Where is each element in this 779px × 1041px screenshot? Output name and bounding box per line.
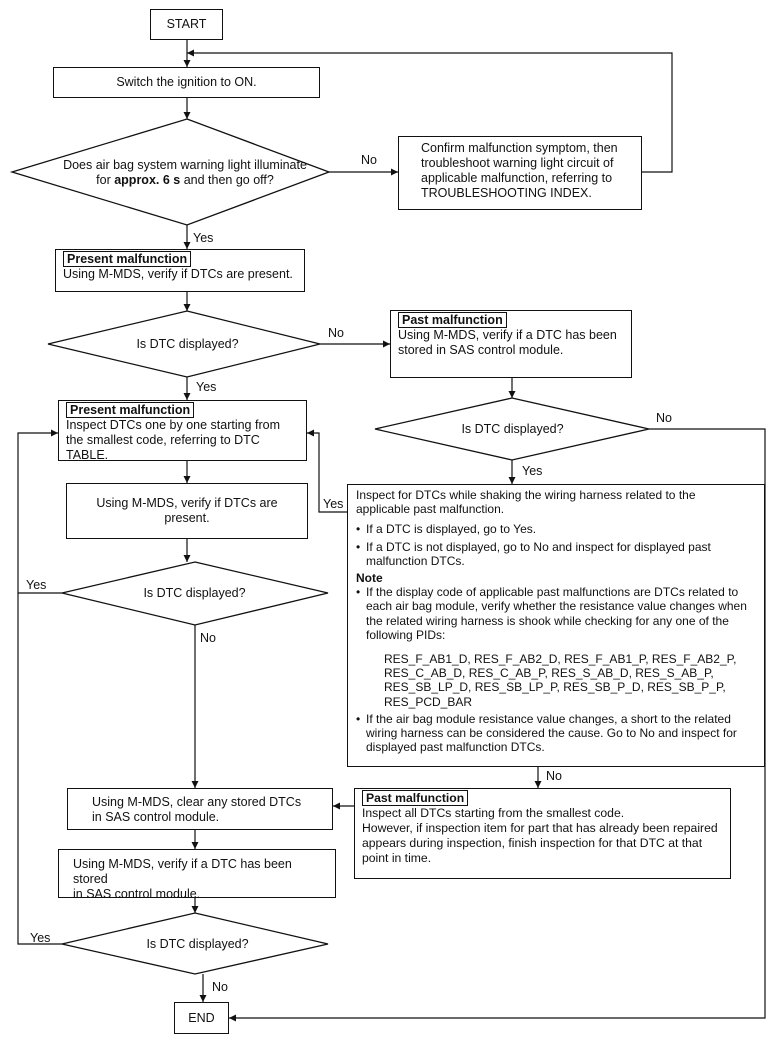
dtc-question: Is DTC displayed? — [146, 937, 249, 951]
connector — [307, 429, 347, 513]
confirm-symptom-step: Confirm malfunction symptom, then troubl… — [398, 136, 642, 210]
yes-label: Yes — [26, 578, 47, 592]
connector — [17, 593, 62, 945]
connector — [187, 49, 673, 173]
shake-harness-step: Inspect for DTCs while shaking the wirin… — [347, 484, 765, 767]
decision-diamond — [9, 118, 331, 226]
yes-label: Yes — [30, 931, 51, 945]
switch-ignition-step: Switch the ignition to ON. — [53, 67, 320, 98]
yes-label: Yes — [193, 231, 214, 245]
connector — [229, 428, 766, 1022]
past-malfunction-tag: Past malfunction — [398, 312, 507, 328]
no-label: No — [212, 980, 228, 994]
dtc-question: Is DTC displayed? — [461, 422, 564, 436]
no-label: No — [361, 153, 377, 167]
dtc-question: Is DTC displayed? — [143, 586, 246, 600]
yes-label: Yes — [522, 464, 543, 478]
present-malfunction-tag: Present malfunction — [66, 402, 195, 418]
verify-present-step: Using M-MDS, verify if DTCs are present. — [66, 483, 308, 539]
past-malfunction-tag: Past malfunction — [362, 790, 469, 806]
note-title: Note — [356, 571, 383, 586]
note-item: If the display code of applicable past m… — [356, 585, 756, 709]
question-line: Does air bag system warning light illumi… — [63, 158, 307, 172]
present-malfunction-tag: Present malfunction — [63, 251, 192, 267]
no-label: No — [656, 411, 672, 425]
present-malfunction-step: Present malfunction Using M-MDS, verify … — [55, 249, 305, 292]
connector — [17, 429, 62, 594]
warning-light-question: Does air bag system warning light illumi… — [40, 158, 330, 188]
note-list: If the display code of applicable past m… — [356, 585, 756, 754]
no-label: No — [328, 326, 344, 340]
question-line: for approx. 6 s and then go off? — [96, 173, 274, 187]
start-terminal: START — [150, 9, 223, 40]
no-label: No — [546, 769, 562, 783]
end-terminal: END — [174, 1002, 229, 1034]
yes-label: Yes — [323, 497, 344, 511]
condition-item: If a DTC is not displayed, go to No and … — [356, 540, 756, 568]
note-item: If the air bag module resistance value c… — [356, 712, 756, 755]
yes-label: Yes — [196, 380, 217, 394]
decision-diamond — [47, 310, 321, 378]
past-malfunction-step: Past malfunction Inspect all DTCs starti… — [354, 788, 731, 879]
condition-list: If a DTC is displayed, go to Yes. If a D… — [356, 522, 756, 568]
clear-dtc-step: Using M-MDS, clear any stored DTCs in SA… — [67, 788, 333, 830]
decision-diamond — [374, 397, 650, 461]
present-malfunction-step: Present malfunction Inspect DTCs one by … — [58, 400, 307, 462]
condition-item: If a DTC is displayed, go to Yes. — [356, 522, 756, 536]
past-malfunction-step: Past malfunction Using M-MDS, verify if … — [390, 310, 632, 378]
decision-diamond — [61, 561, 329, 626]
decision-diamond — [61, 912, 329, 975]
no-label: No — [200, 631, 216, 645]
pid-list: RES_F_AB1_D, RES_F_AB2_D, RES_F_AB1_P, R… — [384, 652, 737, 709]
dtc-question: Is DTC displayed? — [136, 337, 239, 351]
verify-stored-step: Using M-MDS, verify if a DTC has been st… — [58, 849, 336, 901]
